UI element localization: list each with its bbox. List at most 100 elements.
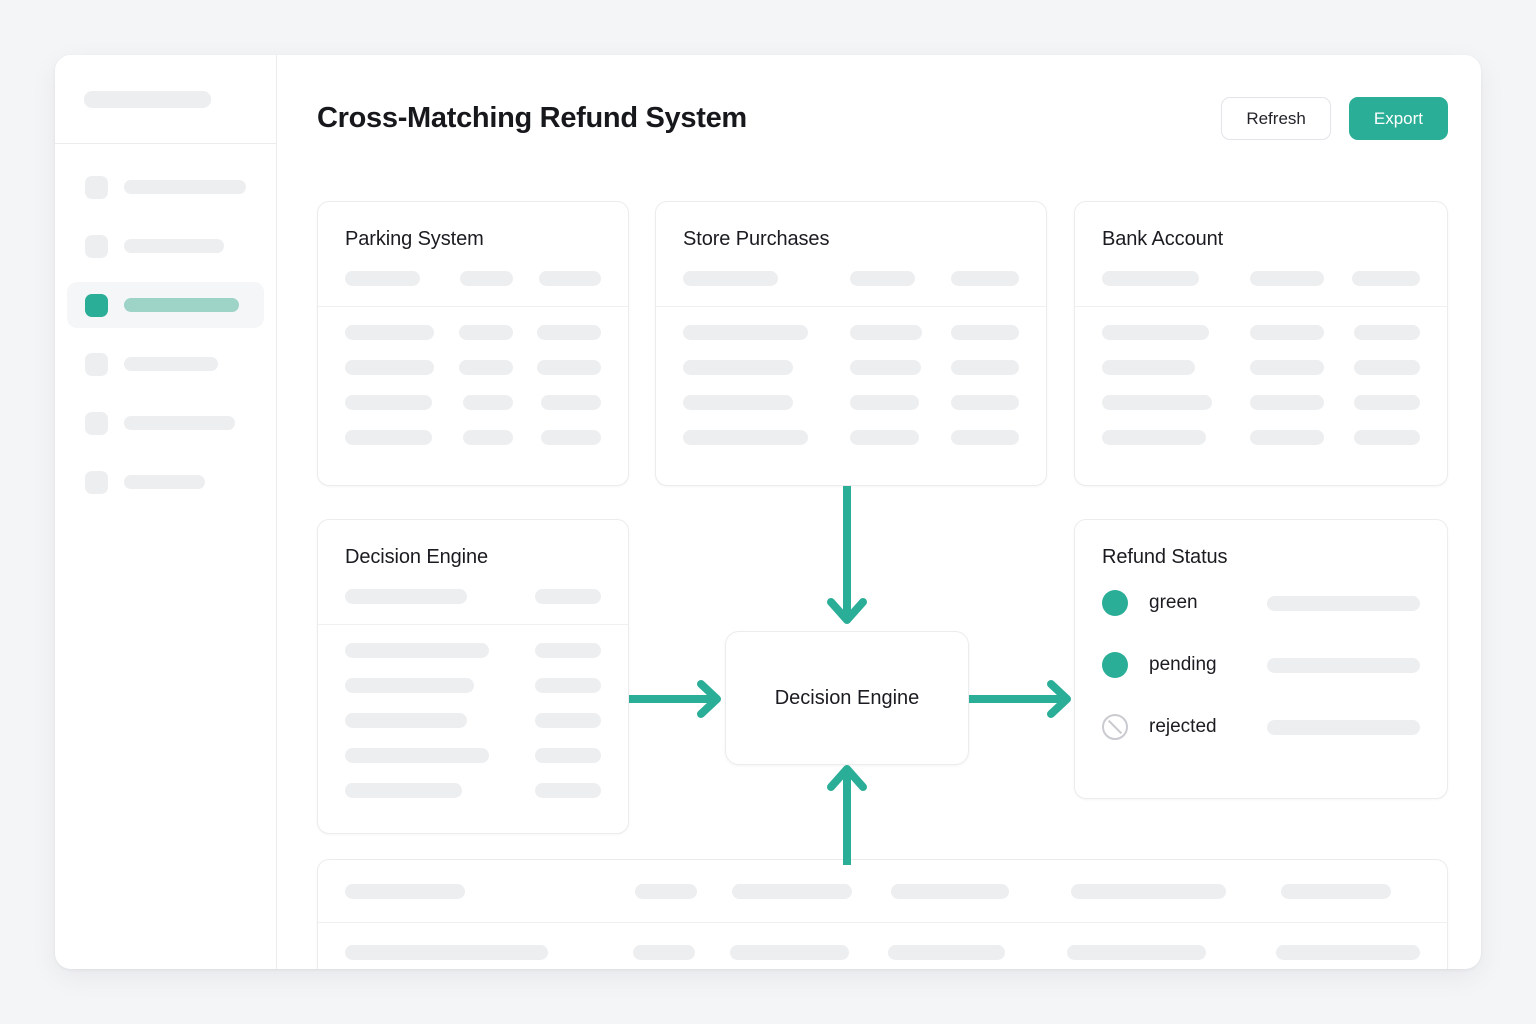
header-cell xyxy=(635,884,697,899)
table-row xyxy=(1102,430,1420,445)
status-row-pending[interactable]: pending xyxy=(1102,643,1420,687)
table-row xyxy=(1102,395,1420,410)
status-label: pending xyxy=(1149,654,1217,675)
status-row-green[interactable]: green xyxy=(1102,581,1420,625)
header-cell xyxy=(345,884,465,899)
header-cell xyxy=(538,271,601,286)
card-bottom-table xyxy=(317,859,1448,969)
header-cell xyxy=(345,271,420,286)
header-cell xyxy=(683,271,779,286)
header-cell xyxy=(1281,884,1391,899)
card-title-parking-system: Parking System xyxy=(345,228,484,250)
decision-engine-node[interactable]: Decision Engine xyxy=(725,631,969,765)
sidebar-item-1[interactable] xyxy=(67,172,264,202)
header-cell xyxy=(1102,271,1199,286)
card-body xyxy=(1075,307,1447,465)
export-button[interactable]: Export xyxy=(1348,96,1448,140)
sidebar-nav xyxy=(55,144,276,526)
card-header-row xyxy=(656,251,1046,307)
table-row xyxy=(345,643,601,658)
diagram-canvas: Parking System xyxy=(317,155,1448,969)
header-cell xyxy=(732,884,852,899)
page-title: Cross-Matching Refund System xyxy=(317,101,747,134)
header-cell xyxy=(1352,271,1420,286)
sidebar xyxy=(55,55,277,969)
status-row-rejected[interactable]: rejected xyxy=(1102,705,1420,749)
header-actions: Refresh Export xyxy=(1221,96,1448,140)
sidebar-logo-area xyxy=(55,55,276,144)
sidebar-item-label xyxy=(124,416,235,430)
status-value-placeholder xyxy=(1267,595,1420,611)
card-header-row xyxy=(318,860,1447,923)
nav-item-icon xyxy=(85,411,108,435)
refresh-button[interactable]: Refresh xyxy=(1221,96,1331,140)
table-row xyxy=(345,783,601,798)
sidebar-item-2[interactable] xyxy=(67,231,264,261)
table-row xyxy=(345,713,601,728)
header-cell xyxy=(1071,884,1226,899)
nav-item-icon xyxy=(85,470,108,494)
card-decision-engine-table: Decision Engine xyxy=(317,519,629,834)
table-row xyxy=(345,748,601,763)
nav-item-icon xyxy=(85,352,108,376)
sidebar-footer xyxy=(55,873,276,969)
sidebar-item-label xyxy=(124,180,246,194)
dot-filled-icon xyxy=(1102,590,1128,616)
table-row xyxy=(345,678,601,693)
nav-item-icon xyxy=(85,234,108,258)
nav-item-icon xyxy=(85,175,108,199)
card-body xyxy=(318,625,628,818)
header-cell xyxy=(459,271,513,286)
dot-filled-icon xyxy=(1102,652,1128,678)
card-body xyxy=(656,307,1046,465)
header-cell xyxy=(1249,271,1325,286)
refund-status-list: green pending rejected xyxy=(1075,569,1447,749)
status-label: green xyxy=(1149,592,1198,613)
header-cell xyxy=(534,589,601,604)
sidebar-item-label xyxy=(124,475,205,489)
card-bank-account: Bank Account xyxy=(1074,201,1448,486)
card-title-store-purchases: Store Purchases xyxy=(683,228,830,250)
app-window: Cross-Matching Refund System Refresh Exp… xyxy=(55,55,1481,969)
sidebar-item-6[interactable] xyxy=(67,467,264,497)
table-row xyxy=(1102,360,1420,375)
arrow-node-to-refund-status xyxy=(969,680,1071,718)
header-cell xyxy=(345,589,467,604)
card-title-refund-status: Refund Status xyxy=(1102,546,1228,568)
table-row xyxy=(345,945,1421,960)
header-cell xyxy=(891,884,1009,899)
sidebar-item-label-active xyxy=(124,298,239,312)
nav-item-icon-active xyxy=(85,293,108,317)
table-row xyxy=(683,395,1019,410)
sidebar-item-label xyxy=(124,357,218,371)
status-value-placeholder xyxy=(1267,719,1420,735)
table-row xyxy=(345,395,601,410)
card-header-row xyxy=(318,569,628,625)
sidebar-item-3-active[interactable] xyxy=(67,282,264,328)
header-cell xyxy=(850,271,915,286)
table-row xyxy=(683,325,1020,340)
logo-placeholder xyxy=(84,90,211,108)
sidebar-item-label xyxy=(124,239,224,253)
card-refund-status: Refund Status green pending rejecte xyxy=(1074,519,1448,799)
status-value-placeholder xyxy=(1267,657,1420,673)
card-body xyxy=(318,307,628,465)
arrow-store-purchases-to-decision-engine xyxy=(827,486,867,624)
main-content: Cross-Matching Refund System Refresh Exp… xyxy=(277,55,1481,969)
card-header-row xyxy=(1075,251,1447,307)
card-parking-system: Parking System xyxy=(317,201,629,486)
sidebar-item-5[interactable] xyxy=(67,408,264,438)
blocked-circle-icon xyxy=(1102,714,1128,740)
card-body xyxy=(318,923,1447,969)
table-row xyxy=(345,430,601,445)
page-header: Cross-Matching Refund System Refresh Exp… xyxy=(317,89,1448,147)
table-row xyxy=(345,325,601,340)
decision-engine-node-label: Decision Engine xyxy=(774,686,920,709)
header-cell xyxy=(950,271,1019,286)
arrow-decision-engine-table-to-node xyxy=(629,680,721,718)
arrow-bottom-table-to-node xyxy=(827,765,867,865)
card-title-decision-engine: Decision Engine xyxy=(345,546,489,568)
card-title-bank-account: Bank Account xyxy=(1102,228,1224,250)
status-label: rejected xyxy=(1149,716,1217,737)
sidebar-item-4[interactable] xyxy=(67,349,264,379)
